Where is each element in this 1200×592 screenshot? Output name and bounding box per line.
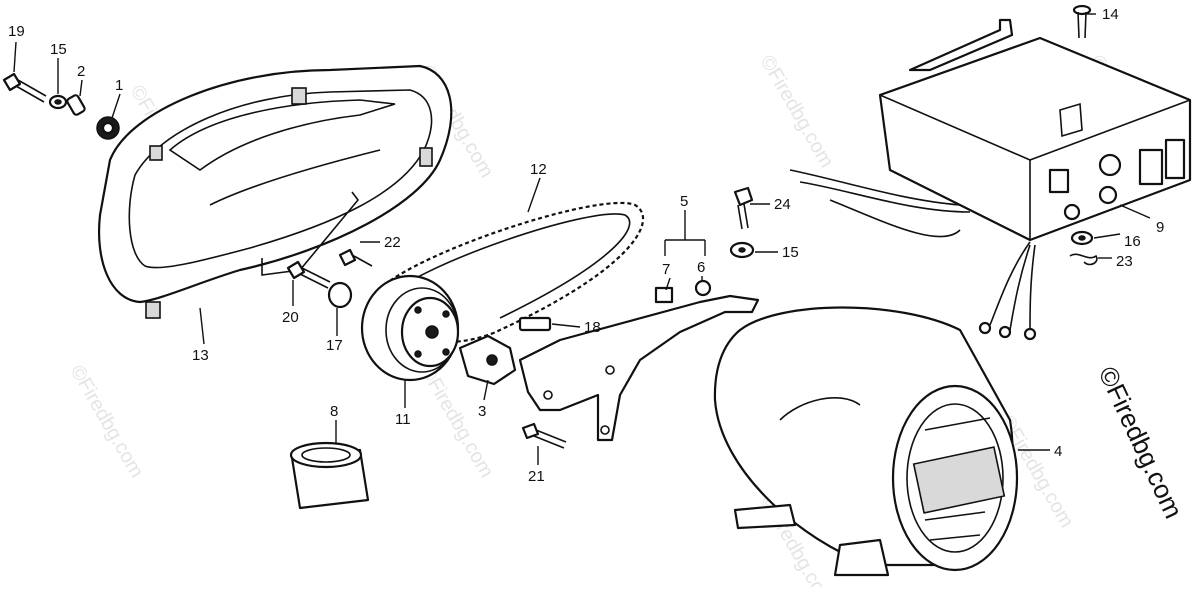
clip-22-part (1069, 253, 1098, 266)
callout-4: 4 (1054, 443, 1062, 460)
callout-23: 22 (384, 234, 401, 251)
clip-7-part (654, 286, 674, 304)
washer-17-part (327, 281, 353, 309)
leader-lines (13, 13, 1151, 465)
side-watermark: ©Firedbg.com (1093, 362, 1189, 523)
callout-18: 18 (584, 319, 601, 336)
callout-24: 24 (774, 196, 791, 213)
washer-16b-part (1070, 230, 1094, 246)
bolt-24-part (733, 186, 754, 230)
bolt-19-part (2, 72, 47, 103)
callout-11: 11 (395, 411, 411, 428)
grommet-1-part (96, 116, 120, 140)
control-box-part (878, 18, 1192, 242)
callout-5: 5 (680, 193, 688, 210)
callout-20: 20 (282, 309, 299, 326)
callout-9: 9 (1156, 219, 1164, 236)
callout-15: 15 (782, 244, 799, 261)
collar-2-part (66, 94, 86, 116)
watermark: ©Firedbg.com (756, 52, 838, 172)
callout-16b: 16 (1124, 233, 1141, 250)
washer-15-part (729, 241, 755, 259)
callout-21: 21 (528, 468, 545, 485)
callout-6: 6 (697, 259, 705, 276)
callout-1: 1 (115, 77, 123, 94)
pulley-part (360, 274, 460, 382)
belt-cover-part (98, 64, 453, 319)
callout-22: 23 (1116, 253, 1133, 270)
callout-2: 2 (77, 63, 85, 80)
generator-part (713, 306, 1019, 577)
callout-8: 8 (330, 403, 338, 420)
callout-numbers: 19 15 2 1 12 5 7 6 14 24 15 9 16 23 22 1… (8, 6, 1164, 485)
tensioner-part (458, 334, 517, 386)
callout-17: 17 (326, 337, 343, 354)
bolt-21-part (521, 422, 567, 449)
callout-14: 14 (1102, 6, 1119, 23)
spacer-18-part (518, 316, 552, 332)
bolt-20-part (286, 260, 331, 289)
washer-16-part (48, 94, 68, 110)
callout-7: 7 (662, 261, 670, 278)
callout-13: 13 (192, 347, 209, 364)
callout-16: 15 (50, 41, 67, 58)
callout-12: 12 (530, 161, 547, 178)
callout-3: 3 (478, 403, 486, 420)
bracket-part (518, 294, 760, 442)
bolt-23-part (338, 248, 373, 267)
nut-6-part (694, 279, 712, 297)
callout-19: 19 (8, 23, 25, 40)
bushing-8-part (289, 441, 370, 510)
watermark: ©Firedbg.com (66, 362, 148, 482)
wire-harness-part (789, 169, 1037, 341)
pin-14-part (1072, 4, 1092, 39)
